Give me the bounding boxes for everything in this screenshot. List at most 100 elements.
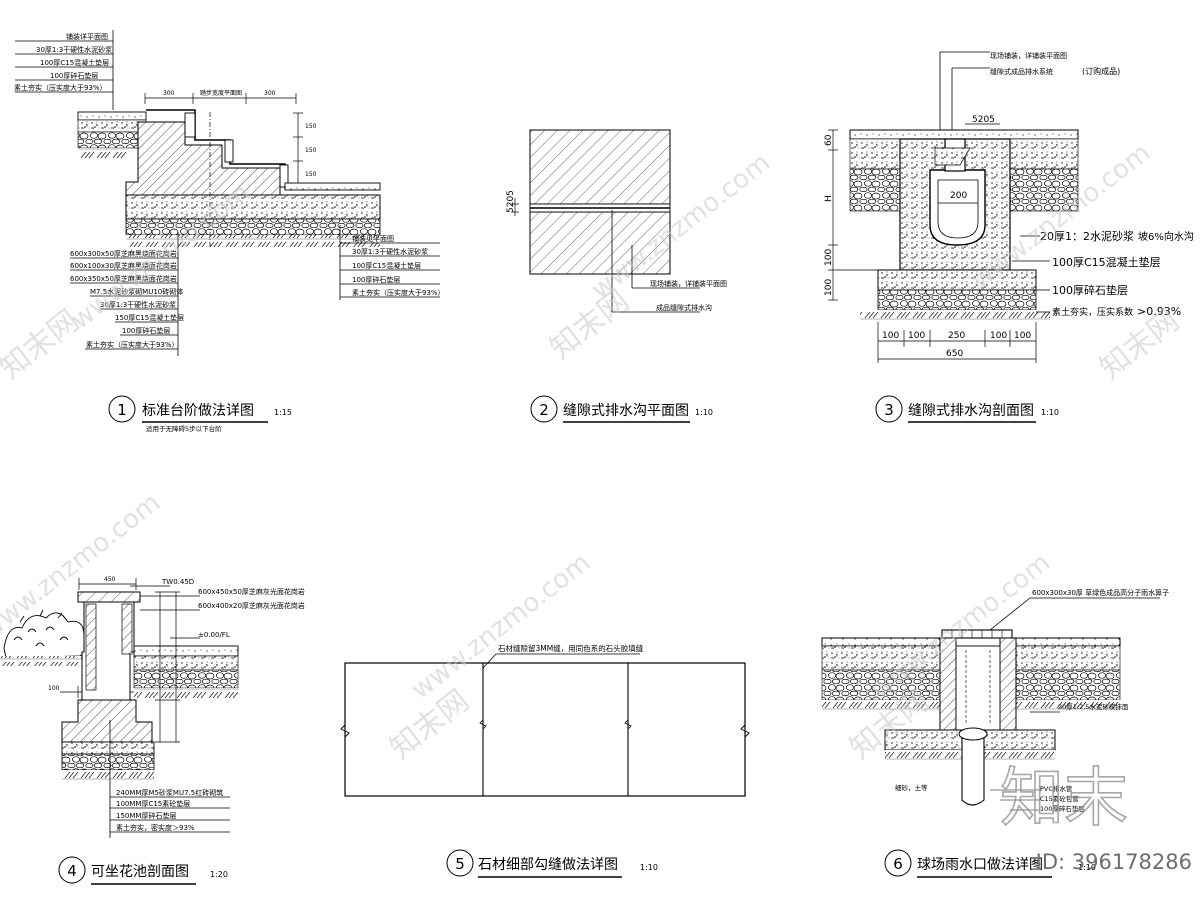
detail-3-bottom-dim-5: 100 xyxy=(1014,331,1031,341)
detail-1-number: 1 xyxy=(117,401,127,419)
detail-5: 石材缝隙留3MM缝，用同色系的石头胶填缝 5 石材细部勾缝做法详图 1:10 xyxy=(340,643,750,878)
detail-5-title: 石材细部勾缝做法详图 xyxy=(478,857,618,873)
detail-6-number-circle xyxy=(884,849,912,877)
detail-1-soil-base xyxy=(126,235,380,247)
detail-2-paving-upper xyxy=(529,129,671,205)
detail-2-title: 缝隙式排水沟平面图 xyxy=(563,403,689,419)
detail-3-left-dim-2: H xyxy=(824,195,834,202)
detail-4-top-label-3: 600x400x20厚芝麻灰光面花岗岩 xyxy=(198,601,305,610)
detail-4-bottom-label-1: 240MM厚M5砂浆MU7.5红砖砌筑 xyxy=(116,788,223,797)
detail-1-right-label-4: 100厚碎石垫层 xyxy=(352,275,400,284)
detail-3: 现场铺装，详铺装平面图 缝隙式成品排水系统 (订购成品) 5205 200 60… xyxy=(824,51,1194,423)
detail-5-break-right xyxy=(740,724,750,738)
detail-1-right-label-5: 素土夯实（压实度大于93%） xyxy=(352,288,445,297)
detail-4-top-label-2: 600x450x50厚芝麻灰光面花岗岩 xyxy=(198,587,305,596)
detail-6: 600x300x30厚 草绿色成品高分子雨水箅子 20厚1:2.5水泥砂浆抹面 … xyxy=(821,588,1169,878)
detail-3-left-dim-4: 100 xyxy=(824,279,834,296)
detail-1-top-label-3: 100厚C15混凝土垫层 xyxy=(40,58,109,67)
detail-4-shrub xyxy=(3,609,88,659)
detail-3-dim-top: 5205 xyxy=(972,115,995,125)
detail-3-right-label-6: >0.93% xyxy=(1137,305,1181,318)
detail-6-court-surface-right xyxy=(1011,637,1121,647)
detail-1-right-label-1: 铺装见平面图 xyxy=(352,234,394,243)
detail-3-right-label-4: 100厚碎石垫层 xyxy=(1052,283,1128,297)
detail-1-dim-2: 踏步宽度平面图 xyxy=(200,89,242,97)
detail-1-upper-paving xyxy=(77,111,147,121)
detail-4-number-circle xyxy=(58,856,86,884)
detail-3-top-leaders xyxy=(939,51,990,132)
detail-2-label-1: 现场铺装，详铺装平面图 xyxy=(650,279,727,288)
detail-4-number: 4 xyxy=(67,862,77,880)
detail-1-dimension-lines xyxy=(144,93,303,186)
detail-3-scale: 1:10 xyxy=(1041,408,1059,417)
detail-6-gravel-right xyxy=(1011,669,1121,701)
detail-3-top-label-1: 现场铺装，详铺装平面图 xyxy=(990,51,1067,60)
detail-4-paving xyxy=(133,645,239,657)
detail-1-left-label-3: 600x350x50厚芝麻黑烧面花岗岩 xyxy=(70,274,177,283)
detail-2-leaders xyxy=(611,210,700,313)
watermark-brand-2: 知末网 xyxy=(543,283,635,366)
detail-4-footing xyxy=(61,699,153,743)
detail-3-soil xyxy=(860,310,1050,322)
detail-6-court-surface-left xyxy=(821,637,943,647)
detail-1-dim-3: 300 xyxy=(264,90,276,97)
detail-4-bottom-label-2: 100MM厚C15素砼垫层 xyxy=(116,799,190,808)
detail-5-number: 5 xyxy=(455,855,465,873)
detail-6-pit-wall-right xyxy=(999,637,1017,731)
detail-4-coping-stone xyxy=(77,591,141,603)
detail-2-title-block: 2 缝隙式排水沟平面图 1:10 xyxy=(530,395,713,423)
detail-1-upper-gravel xyxy=(77,131,147,149)
detail-4-bottom-label-3: 150MM厚碎石垫层 xyxy=(116,811,176,820)
detail-3-top-label-2: 缝隙式成品排水系统 xyxy=(990,67,1053,76)
detail-6-top-label: 600x300x30厚 草绿色成品高分子雨水箅子 xyxy=(1032,588,1169,597)
detail-4-concrete-layer xyxy=(133,655,239,671)
detail-4-footing-concrete xyxy=(61,741,155,755)
detail-3-bottom-dim-2: 100 xyxy=(908,331,925,341)
detail-3-bottom-dim-lines xyxy=(877,322,1037,363)
detail-3-title-block: 3 缝隙式排水沟剖面图 1:10 xyxy=(875,395,1059,423)
detail-4-wall-facing xyxy=(85,603,97,691)
detail-1-lower-paving xyxy=(284,182,381,191)
detail-6-title-block: 6 球场雨水口做法详图 1:10 xyxy=(884,849,1096,878)
detail-3-left-dim-lines xyxy=(828,129,878,301)
detail-4-dim-1: 450 xyxy=(104,576,116,583)
detail-4-dim-2: 100 xyxy=(48,685,60,692)
detail-2: 5205 现场铺装，详铺装平面图 成品缝隙式排水沟 2 缝隙式排水沟平面图 1:… xyxy=(506,129,727,423)
detail-6-bottom-left-label: 细砂，土等 xyxy=(895,783,928,792)
detail-5-scale: 1:10 xyxy=(640,863,658,872)
detail-3-right-label-1: 20厚1：2水泥砂浆 xyxy=(1040,229,1134,243)
detail-3-bottom-dim-4: 100 xyxy=(990,331,1007,341)
detail-2-dim: 5205 xyxy=(506,190,516,213)
detail-6-bottom-right-label-3: 100厚碎石垫层 xyxy=(1040,804,1085,813)
detail-3-top-label-3: (订购成品) xyxy=(1082,66,1120,76)
detail-1: 铺装详平面图 30厚1:3干硬性水泥砂浆 100厚C15混凝土垫层 100厚碎石… xyxy=(14,30,445,433)
detail-3-number: 3 xyxy=(884,401,894,419)
detail-4-footing-gravel xyxy=(61,753,155,771)
detail-3-right-label-2: 坡6%向水沟 xyxy=(1138,230,1194,243)
detail-1-left-label-7: 100厚碎石垫层 xyxy=(122,326,170,335)
detail-3-right-label-3: 100厚C15混凝土垫层 xyxy=(1052,255,1161,269)
detail-4-right-dim-lines xyxy=(155,591,180,743)
detail-6-pit-chamber xyxy=(955,645,1001,731)
detail-1-title: 标准台阶做法详图 xyxy=(142,403,254,419)
detail-1-left-label-1: 600x300x50厚芝麻黑烧面花岗岩 xyxy=(70,249,177,258)
detail-5-title-block: 5 石材细部勾缝做法详图 1:10 xyxy=(446,849,658,878)
detail-5-label: 石材缝隙留3MM缝，用同色系的石头胶填缝 xyxy=(498,643,644,653)
detail-6-bottom-right-label-2: C15素砼包管 xyxy=(1040,794,1079,803)
detail-1-top-leaders xyxy=(15,30,114,110)
detail-1-top-label-4: 100厚碎石垫层 xyxy=(50,71,98,80)
watermark-brand-1: 知末网 xyxy=(0,303,86,386)
detail-1-scale: 1:15 xyxy=(274,408,292,417)
detail-4-top-leaders xyxy=(130,585,200,639)
detail-1-dim-6: 150 xyxy=(305,171,317,178)
detail-6-gravel-left xyxy=(821,669,943,701)
watermark-id: ID: 396178286 xyxy=(1036,850,1192,874)
detail-3-channel-trough xyxy=(929,169,986,246)
detail-5-number-circle xyxy=(446,849,474,877)
detail-1-dim-5: 150 xyxy=(305,147,317,154)
detail-3-bottom-dim-3: 250 xyxy=(948,331,965,341)
detail-1-gravel-base xyxy=(125,218,381,236)
detail-1-bottom-leaders xyxy=(70,225,440,356)
detail-2-scale: 1:10 xyxy=(695,408,713,417)
